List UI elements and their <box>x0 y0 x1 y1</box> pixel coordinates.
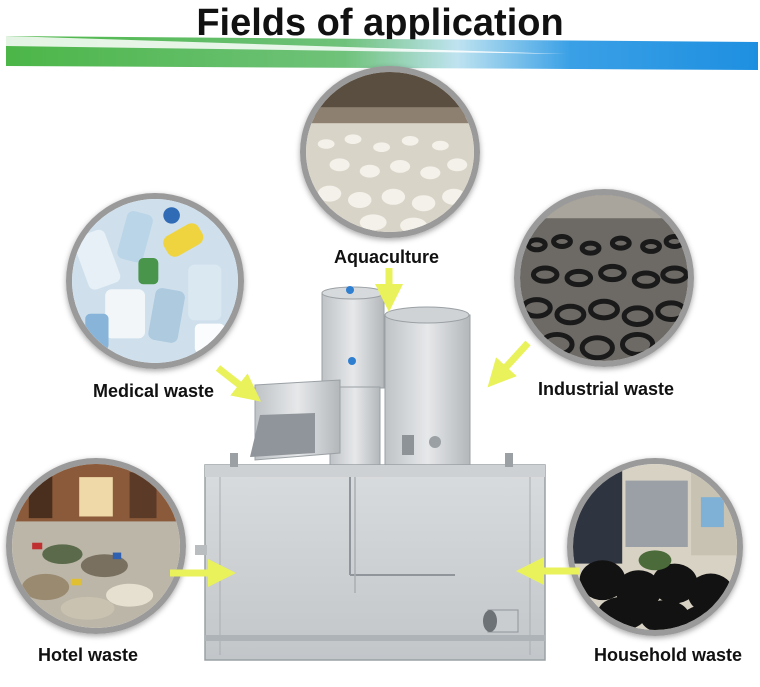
plastic-bottles-icon <box>72 199 238 363</box>
industrial-waste-image <box>514 189 694 367</box>
hotel-waste-image <box>6 458 186 634</box>
label-household-waste: Household waste <box>594 645 743 665</box>
incinerator-machine <box>195 286 546 661</box>
label-medical-waste: Medical waste <box>93 381 215 401</box>
label-aquaculture: Aquaculture <box>334 247 440 267</box>
household-waste-image <box>567 458 743 636</box>
page-title: Fields of application <box>196 2 564 44</box>
trash-bags-icon <box>573 464 737 630</box>
label-industrial-waste: Industrial waste <box>538 379 675 399</box>
title-banner <box>6 36 758 70</box>
garbage-street-icon <box>12 464 180 628</box>
label-hotel-waste: Hotel waste <box>38 645 139 665</box>
aquaculture-image <box>300 66 480 238</box>
poultry-farm-icon <box>306 72 474 232</box>
tire-pile-icon <box>520 195 688 361</box>
medical-waste-image <box>66 193 244 369</box>
